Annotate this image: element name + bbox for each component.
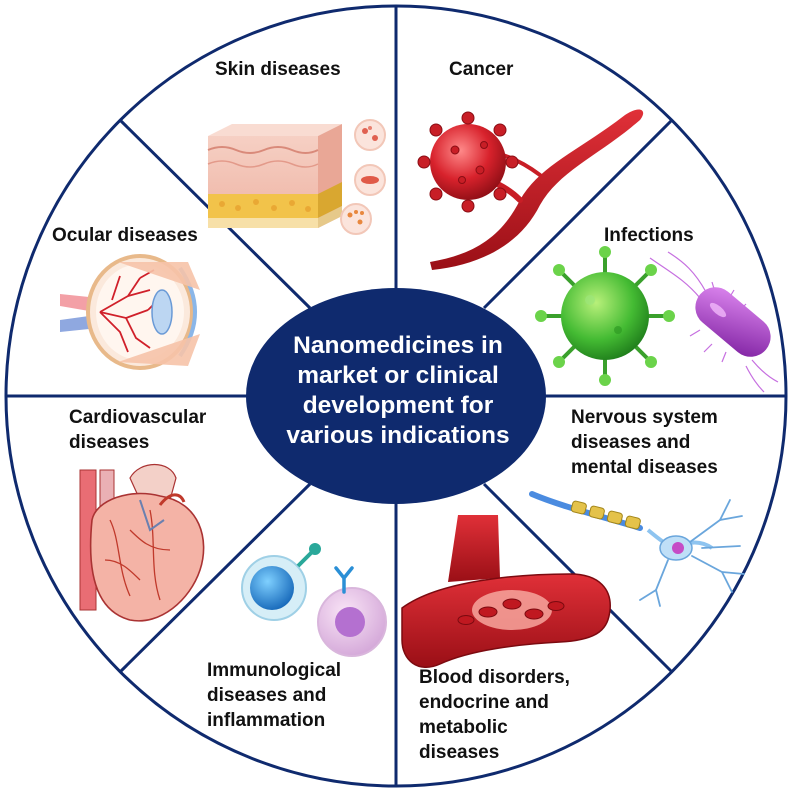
eye-anatomy-icon [60, 254, 200, 370]
center-ellipse [246, 288, 546, 504]
bacterium-icon [649, 251, 779, 393]
label-skin-diseases: Skin diseases [215, 57, 341, 82]
label-line: Ocular diseases [52, 225, 198, 246]
label-line: mental diseases [571, 457, 718, 478]
center-title-line: various indications [286, 422, 510, 449]
label-line: Skin diseases [215, 59, 341, 80]
center-title-line: Nanomedicines in [293, 332, 503, 359]
neuron-icon [529, 491, 745, 607]
label-line: Immunological [207, 660, 342, 681]
label-nervous-system-diseases: Nervous system diseases and mental disea… [571, 405, 718, 480]
virus-icon [535, 246, 675, 386]
label-infections: Infections [604, 223, 694, 248]
label-line: diseases and [571, 432, 691, 453]
label-line: Blood disorders, [419, 667, 570, 688]
label-cancer: Cancer [449, 57, 513, 82]
center-title: Nanomedicines in market or clinical deve… [258, 331, 538, 451]
label-line: Cardiovascular [69, 407, 207, 428]
label-ocular-diseases: Ocular diseases [52, 223, 198, 248]
label-line: Nervous system [571, 407, 718, 428]
label-line: diseases [419, 742, 500, 763]
blood-vessel-icon [401, 515, 611, 669]
immune-cells-icon [241, 543, 387, 657]
heart-icon [79, 464, 205, 622]
center-title-line: development for [302, 392, 494, 419]
label-cardiovascular-diseases: Cardiovascular diseases [69, 405, 206, 455]
label-line: inflammation [207, 710, 326, 731]
label-line: Infections [604, 225, 694, 246]
label-blood-disorders: Blood disorders, endocrine and metabolic… [419, 665, 570, 765]
label-line: diseases and [207, 685, 327, 706]
label-line: endocrine and [419, 692, 549, 713]
label-line: Cancer [449, 59, 514, 80]
label-line: metabolic [419, 717, 508, 738]
center-title-line: market or clinical [297, 362, 499, 389]
label-line: diseases [69, 432, 150, 453]
skin-layers-icon [207, 119, 386, 235]
label-immunological-diseases: Immunological diseases and inflammation [207, 658, 341, 733]
segment-dividers [6, 6, 786, 786]
tumor-cell-icon [417, 109, 644, 270]
